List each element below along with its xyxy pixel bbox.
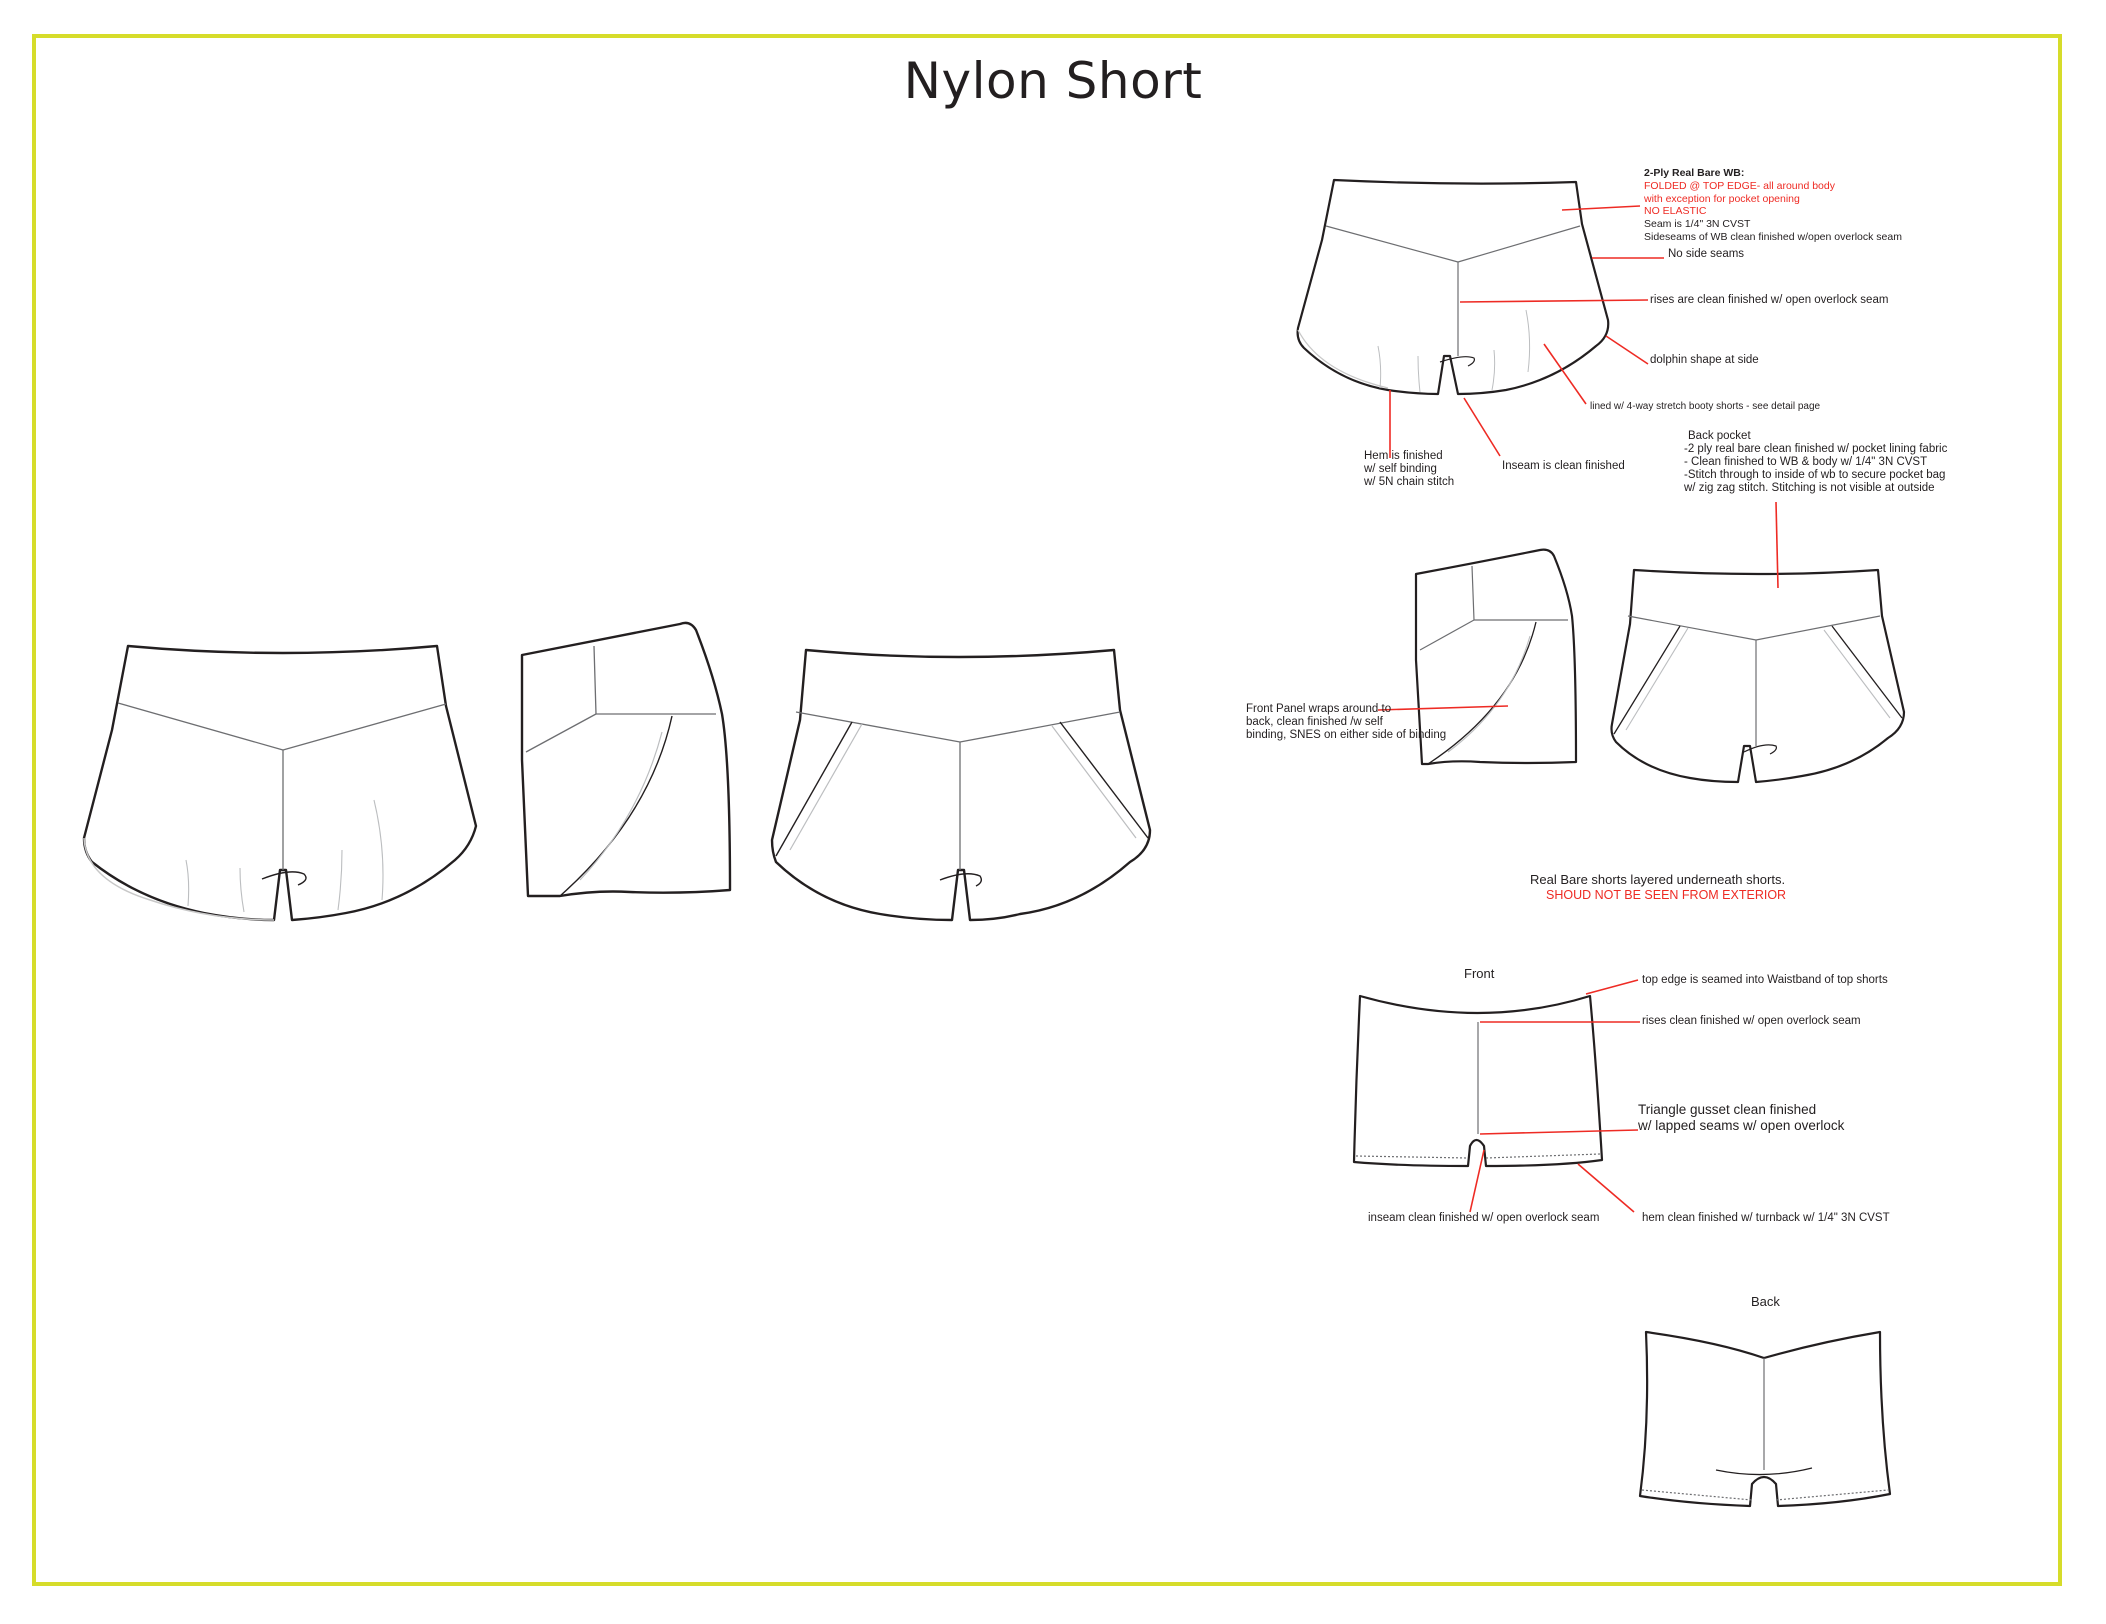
callout-hem-line: Hem is finished [1364,450,1443,462]
callout-back-pocket: Back pocket -2 ply real bare clean finis… [1684,430,1947,495]
underlayer-back-view [1638,1330,1892,1508]
waistband-note: 2-Ply Real Bare WB: FOLDED @ TOP EDGE- a… [1644,167,1902,244]
short-side-view [520,621,732,898]
gusset-line: Triangle gusset clean finished [1638,1102,1817,1117]
gusset-line: w/ lapped seams w/ open overlock [1638,1118,1845,1133]
front-panel-line: binding, SNES on either side of binding [1246,729,1447,741]
waistband-heading: 2-Ply Real Bare WB: [1644,167,1745,179]
callout-no-side-seams: No side seams [1668,248,1745,260]
waistband-red-line: NO ELASTIC [1644,205,1707,218]
callout-lined: lined w/ 4-way stretch booty shorts - se… [1590,401,1821,412]
underlayer-warning: SHOUD NOT BE SEEN FROM EXTERIOR [1546,888,1787,902]
front-panel-line: Front Panel wraps around to [1246,703,1392,715]
callout-dolphin: dolphin shape at side [1650,354,1759,366]
callout-hem: Hem is finished w/ self binding w/ 5N ch… [1364,450,1454,489]
back-pocket-line: w/ zig zag stitch. Stitching is not visi… [1684,482,1935,494]
underlayer-heading: Real Bare shorts layered underneath shor… [1530,872,1786,887]
callout-front-panel: Front Panel wraps around to back, clean … [1246,703,1446,742]
callout-rises: rises are clean finished w/ open overloc… [1650,294,1889,306]
detail-back-view [1610,568,1906,784]
waistband-red-line: FOLDED @ TOP EDGE- all around body [1644,179,1835,192]
waistband-seam-line: Sideseams of WB clean finished w/open ov… [1644,230,1902,243]
back-pocket-line: - Clean finished to WB & body w/ 1/4" 3N… [1684,456,1928,468]
detail-side-view [1414,548,1578,766]
back-pocket-line: Back pocket [1688,430,1751,442]
waistband-red-line: with exception for pocket opening [1644,192,1800,205]
underlayer-rises: rises clean finished w/ open overlock se… [1642,1015,1861,1027]
callout-hem-line: w/ self binding [1364,463,1437,475]
waistband-seam-line: Seam is 1/4" 3N CVST [1644,218,1751,231]
callout-inseam: Inseam is clean finished [1502,460,1625,472]
short-front-view [82,644,478,922]
back-pocket-line: -2 ply real bare clean finished w/ pocke… [1684,443,1948,455]
back-pocket-line: -Stitch through to inside of wb to secur… [1684,469,1946,481]
underlayer-front-label: Front [1464,966,1495,981]
underlayer-front-view [1352,994,1604,1168]
callout-lines [1377,205,1779,1213]
page-title: Nylon Short [903,52,1203,110]
callout-hem-line: w/ 5N chain stitch [1364,476,1455,488]
short-back-view [770,648,1152,922]
underlayer-inseam: inseam clean finished w/ open overlock s… [1368,1212,1600,1224]
underlayer-gusset: Triangle gusset clean finished w/ lapped… [1638,1102,1844,1134]
underlayer-back-label: Back [1751,1294,1780,1309]
detail-front-view [1296,178,1610,396]
underlayer-top-edge: top edge is seamed into Waistband of top… [1642,974,1888,986]
front-panel-line: back, clean finished /w self [1246,716,1383,728]
underlayer-hem: hem clean finished w/ turnback w/ 1/4" 3… [1642,1212,1890,1224]
